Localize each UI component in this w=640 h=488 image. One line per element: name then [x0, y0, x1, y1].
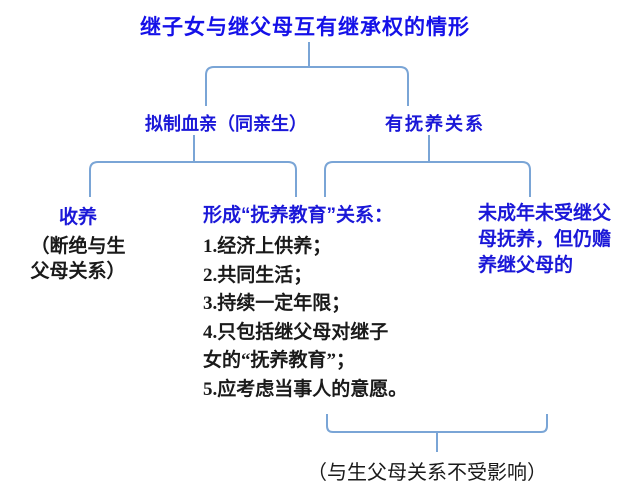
elder-support-line: 母抚养，但仍赡: [478, 229, 612, 250]
adoption-note-line: 父母关系）: [30, 261, 126, 282]
node-adoption: 收养 （断绝与生 父母关系）: [0, 202, 156, 284]
diagram-title: 继子女与继父母互有继承权的情形: [140, 16, 470, 39]
fostering-item: 1.经济上供养；: [203, 236, 332, 257]
fostering-item: 5.应考虑当事人的意愿。: [203, 378, 408, 400]
node-fostering-education: 形成“抚养教育”关系： 1.经济上供养； 2.共同生活； 3.持续一定年限； 4…: [203, 200, 407, 404]
footnote-birth-parents: （与生父母关系不受影响）: [307, 462, 547, 484]
elder-support-line: 未成年未受继父: [478, 203, 612, 224]
branch-label-fictive-kinship: 拟制血亲（同亲生）: [145, 114, 307, 134]
fostering-item: 3.持续一定年限；: [203, 293, 351, 314]
top-bracket: [205, 66, 409, 106]
node-elder-support: 未成年未受继父 母抚养，但仍赡 养继父母的: [478, 201, 611, 279]
right-bracket: [324, 161, 531, 197]
fostering-heading: 形成“抚养教育”关系：: [203, 205, 394, 226]
fostering-item: 4.只包括继父母对继子: [203, 321, 389, 343]
adoption-heading: 收养: [58, 207, 97, 228]
fostering-item: 女的“抚养教育”；: [203, 350, 356, 371]
elder-support-line: 养继父母的: [478, 255, 574, 276]
branch-label-fostering-relation: 有抚养关系: [385, 114, 485, 134]
bottom-gather-bracket: [326, 414, 548, 433]
left-bracket: [89, 161, 297, 197]
adoption-note-line: （断绝与生: [30, 236, 126, 257]
fostering-item: 2.共同生活；: [203, 264, 313, 286]
